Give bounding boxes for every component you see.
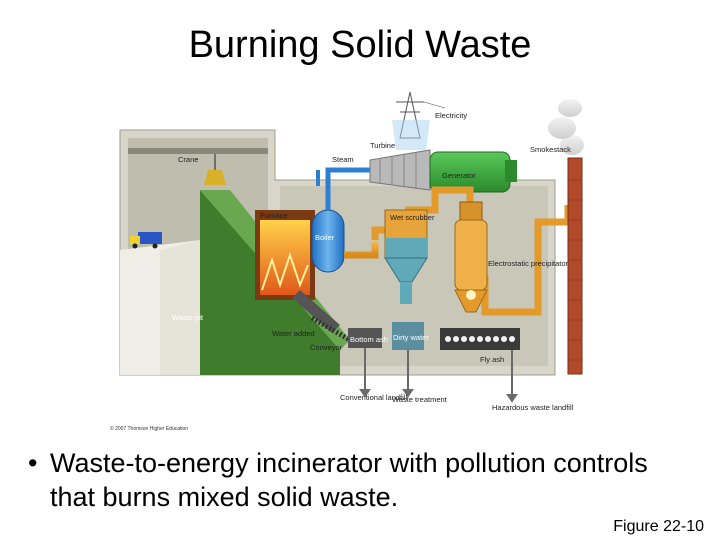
label-fly-ash: Fly ash — [480, 355, 504, 364]
bullet-text: Waste-to-energy incinerator with polluti… — [50, 448, 648, 512]
label-waste-pit: Waste pit — [172, 313, 204, 322]
figure-label: Figure 22-10 — [613, 518, 704, 535]
label-water-added: Water added — [272, 329, 315, 338]
incinerator-diagram: Electricity Smokestack Steam Turbine Gen… — [110, 91, 584, 432]
label-electrostatic-precipitator: Electrostatic precipitator — [488, 259, 569, 268]
dirty-water-tank — [392, 322, 424, 350]
label-smokestack: Smokestack — [530, 145, 571, 154]
label-dirty-water: Dirty water — [393, 333, 429, 342]
label-waste-treatment: Waste treatment — [392, 395, 448, 404]
label-generator: Generator — [442, 171, 476, 180]
bullet-point: • Waste-to-energy incinerator with pollu… — [28, 446, 678, 514]
label-hazardous-waste-landfill: Hazardous waste landfill — [492, 403, 574, 412]
furnace — [255, 210, 315, 300]
label-electricity: Electricity — [435, 111, 467, 120]
label-bottom-ash: Bottom ash — [350, 335, 388, 344]
label-boiler: Boiler — [315, 233, 335, 242]
label-steam: Steam — [332, 155, 354, 164]
steam-pipe — [316, 167, 385, 210]
output-arrows — [359, 348, 518, 403]
slide-title: Burning Solid Waste — [188, 24, 532, 66]
crane — [128, 148, 268, 185]
fly-ash-conveyor — [440, 328, 520, 350]
bullet-marker: • — [28, 448, 38, 478]
copyright-notice: © 2007 Thomson Higher Education — [110, 425, 188, 432]
turbine — [369, 149, 431, 191]
label-conventional-landfill: Conventional landfill — [340, 393, 407, 402]
label-conveyor: Conveyor — [310, 343, 343, 352]
smokestack — [548, 99, 584, 375]
conveyor — [292, 290, 352, 343]
garbage-truck — [130, 232, 162, 249]
label-wet-scrubber: Wet scrubber — [390, 213, 435, 222]
wet-scrubber — [384, 209, 428, 304]
bottom-ash — [348, 328, 382, 348]
label-turbine: Turbine — [370, 141, 395, 150]
label-crane: Crane — [178, 155, 198, 164]
label-furnace: Furnace — [260, 211, 288, 220]
power-tower — [392, 91, 446, 150]
electrostatic-precipitator — [454, 201, 488, 313]
generator — [429, 151, 517, 193]
